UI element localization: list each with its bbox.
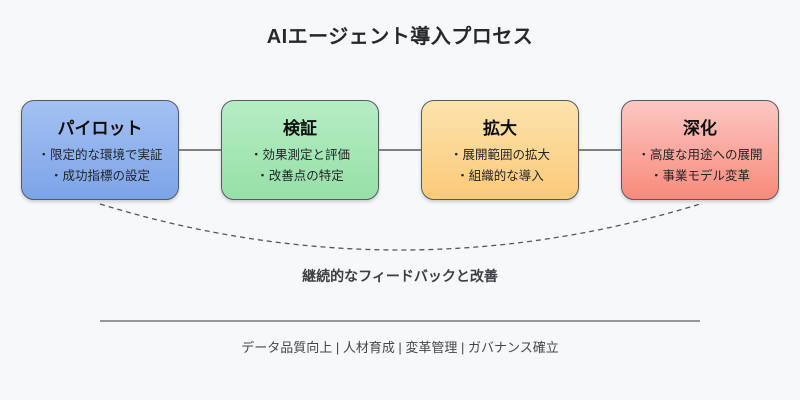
stage-bullet-list: ・高度な用途への展開 ・事業モデル変革 (622, 145, 778, 187)
stage-box-deepening: 深化 ・高度な用途への展開 ・事業モデル変革 (621, 100, 779, 200)
connector-line (579, 149, 621, 151)
stage-bullet: ・展開範囲の拡大 (449, 148, 550, 162)
stage-box-expansion: 拡大 ・展開範囲の拡大 ・組織的な導入 (421, 100, 579, 200)
connector-line (179, 149, 221, 151)
stage-title: 拡大 (483, 119, 517, 138)
stage-box-pilot: パイロット ・限定的な環境で実証 ・成功指標の設定 (21, 100, 179, 200)
stage-bullet: ・成功指標の設定 (49, 169, 150, 183)
stage-title: 深化 (683, 119, 717, 138)
stage-box-verification: 検証 ・効果測定と評価 ・改善点の特定 (221, 100, 379, 200)
footer-text: データ品質向上 | 人材育成 | 変革管理 | ガバナンス確立 (241, 340, 559, 355)
stage-bullet: ・組織的な導入 (456, 169, 544, 183)
stage-bullet-list: ・効果測定と評価 ・改善点の特定 (222, 145, 378, 187)
footer-divider (100, 320, 700, 322)
stage-bullet-list: ・限定的な環境で実証 ・成功指標の設定 (22, 145, 178, 187)
feedback-arc-path (99, 203, 701, 251)
feedback-label: 継続的なフィードバックと改善 (302, 268, 498, 284)
stage-bullet: ・効果測定と評価 (249, 148, 350, 162)
page-title: AIエージェント導入プロセス (266, 26, 534, 48)
stage-title: パイロット (57, 119, 143, 138)
stage-title: 検証 (283, 119, 317, 138)
stage-bullet: ・限定的な環境で実証 (37, 148, 163, 162)
stage-bullet: ・改善点の特定 (256, 169, 344, 183)
stage-bullet: ・高度な用途への展開 (637, 148, 763, 162)
stage-bullet: ・事業モデル変革 (649, 169, 750, 183)
connector-line (379, 149, 421, 151)
stage-bullet-list: ・展開範囲の拡大 ・組織的な導入 (422, 145, 578, 187)
